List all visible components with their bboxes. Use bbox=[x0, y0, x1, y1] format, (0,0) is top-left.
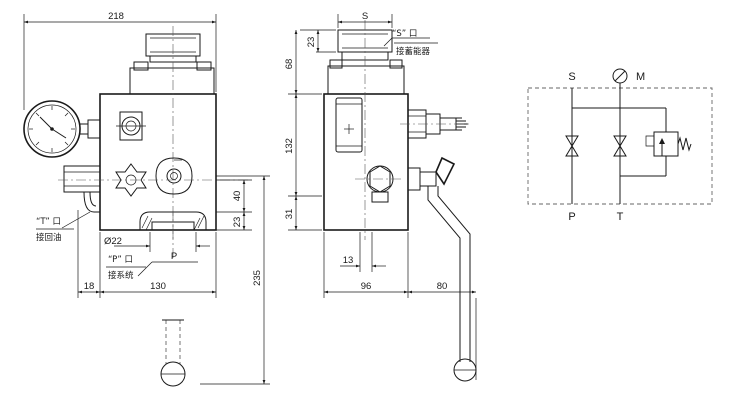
t-port-label: “T” 口 bbox=[36, 217, 61, 227]
check-knob bbox=[116, 111, 146, 141]
t-valve bbox=[613, 135, 627, 157]
dim-23-front: 23 bbox=[232, 217, 243, 228]
s-port-desc: 接蓄能器 bbox=[396, 46, 431, 57]
dim-13: 13 bbox=[343, 255, 354, 266]
p-port-desc: 接系统 bbox=[108, 270, 134, 281]
p-port-section bbox=[139, 211, 207, 260]
t-port-desc: 接回油 bbox=[36, 232, 62, 243]
dim-132: 132 bbox=[284, 138, 295, 154]
dim-40: 40 bbox=[232, 191, 243, 202]
side-body bbox=[323, 93, 409, 231]
upper-block bbox=[129, 67, 215, 95]
side-handle bbox=[407, 156, 477, 382]
dim-80: 80 bbox=[437, 281, 448, 292]
schematic-port-m: M bbox=[636, 71, 645, 83]
dim-31: 31 bbox=[284, 209, 295, 220]
dim-218: 218 bbox=[108, 11, 124, 22]
p-port-label: “P” 口 bbox=[108, 255, 133, 265]
schematic-port-s: S bbox=[568, 71, 575, 83]
t-port-fitting bbox=[63, 165, 101, 213]
dim-235: 235 bbox=[252, 270, 263, 286]
dim-phi22: Ø22 bbox=[104, 236, 122, 247]
schematic-port-t: T bbox=[617, 211, 624, 223]
dim-130: 130 bbox=[150, 281, 166, 292]
p-marker: P bbox=[171, 251, 177, 262]
name-plate bbox=[335, 97, 363, 153]
s-port-label: “S” 口 bbox=[392, 29, 417, 39]
hydraulic-schematic: S M P T bbox=[527, 68, 713, 223]
side-view: S 23 68 132 31 “S” 口 接蓄能器 13 96 80 bbox=[284, 11, 477, 382]
side-hex-plug bbox=[355, 165, 404, 203]
side-fitting bbox=[400, 109, 470, 139]
front-view: 218 18 130 40 23 Ø22 “T” 口 接回油 P “P” 口 接… bbox=[23, 11, 270, 387]
schematic-port-p: P bbox=[568, 211, 575, 223]
pressure-gauge bbox=[23, 100, 101, 158]
s-valve bbox=[565, 135, 579, 157]
relief-valve bbox=[645, 108, 692, 176]
dim-23-side: 23 bbox=[306, 37, 317, 48]
handle-front bbox=[160, 319, 186, 387]
dim-96: 96 bbox=[361, 281, 372, 292]
dim-s: S bbox=[362, 11, 368, 22]
dim-18: 18 bbox=[84, 281, 95, 292]
valve-body bbox=[99, 93, 217, 231]
dim-68: 68 bbox=[284, 59, 295, 70]
shaft-knob bbox=[155, 157, 193, 195]
